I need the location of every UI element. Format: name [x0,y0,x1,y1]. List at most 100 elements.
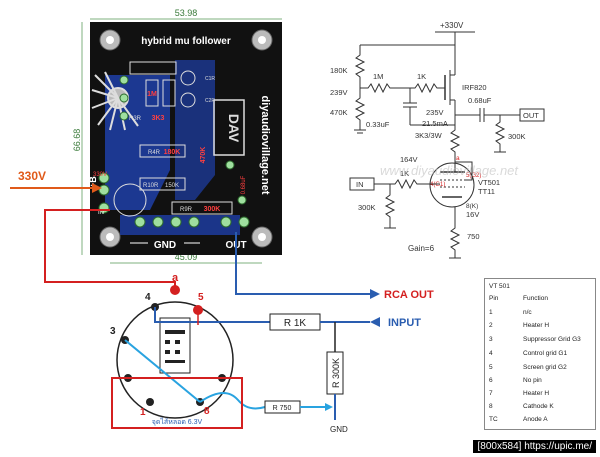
pin-1-label: 1 [140,407,146,418]
pin-1 [146,398,154,406]
table-row: 2 Heater H [489,322,593,332]
pin-function: Heater H [523,322,550,329]
pad-gnd-2 [152,216,164,228]
pin-number: 6 [489,377,493,384]
capacitor-c1-footprint [180,70,196,86]
tube-symbol [429,162,475,208]
suppressor-grid-wire [124,339,201,403]
table-row: 8 Cathode K [489,403,593,413]
v235-label: 235V [426,108,444,117]
pcb-board: 53.98 66.68 45.09 [72,8,282,264]
pin-function: Anode A [523,416,548,423]
r750-symbol [449,225,461,258]
pad-gnd-3 [170,216,182,228]
pcb-copper-pour-mid [175,60,215,200]
pin-a-anode [170,285,180,295]
table-row: TC Anode A [489,416,593,426]
r3-value: 3K3 [152,115,165,122]
table-row: 7 Heater H [489,390,593,400]
schematic-watermark: www.diyaudiovillage.net [380,163,519,178]
wiring-330v-label: 330V [18,169,46,183]
out-label: OUT [523,111,539,120]
pad-gnd-1 [134,216,146,228]
pad-b-plus-1 [98,172,110,184]
rca-out-label: RCA OUT [384,289,434,301]
mount-hole-top-right-center [258,36,266,44]
pcb-gnd-label: GND [154,240,176,251]
in-label: IN [356,180,364,189]
pcb-bottom-dim: 45.09 [175,252,198,262]
image-host-watermark[interactable]: [800x584] https://upic.me/ [473,440,596,453]
pad-gnd-4 [188,216,200,228]
r4-footprint [139,144,186,158]
pin-function: Screen grid G2 [523,364,567,371]
input-label: INPUT [388,317,421,329]
dav-logo-frame [213,99,245,156]
330v-arrow-icon [92,183,102,193]
wiring-diagram: 330V RCA OUT a 4 5 3 1 [10,169,434,434]
heater-label: จุดไส้หลอด 6.3V [152,417,203,426]
pin-a-label: a [172,272,179,284]
pad-heatsink-1 [119,75,129,85]
pcb-330v-label: 330V [93,172,107,178]
tube-pin-g2: 5(G2) [466,173,481,179]
col-function: Function [523,295,548,302]
pin-8-label: 8 [204,406,210,417]
r300k-out-symbol [494,115,506,152]
r1k-in-label: 1K [400,169,409,178]
pin-function: Suppressor Grid G3 [523,336,581,343]
heatsink-icon [91,71,139,131]
pcb-b-plus-label: +B [88,176,98,188]
pin-number: TC [489,416,498,423]
anode-wire [44,209,176,290]
table-row: 3 Suppressor Grid G3 [489,336,593,346]
r750-label: R 750 [273,405,292,412]
mosfet-label: IRF820 [462,83,487,92]
tube-pin-a: a [456,155,460,162]
pin-table-title: VT 501 [489,283,510,290]
pad-heatsink-2 [119,93,129,103]
r180k-symbol [354,45,366,88]
r1m-symbol [360,82,410,94]
pin-number: 3 [489,336,493,343]
supply-label: +330V [440,21,464,30]
r1k-top-label: 1K [417,72,426,81]
r9-value: 300K [204,206,221,213]
schematic: +330V 180K 239V 470K 1M 1K IRF820 0.33uF [330,21,545,259]
pin-5-label: 5 [198,292,204,303]
pad-logo-2 [237,195,247,205]
pin-number: 7 [489,390,493,397]
table-row: 6 No pin [489,377,593,387]
pcb-height-dim: 66.68 [72,129,82,152]
r2-footprint [162,79,176,107]
pad-out-1 [220,216,232,228]
r1k-in-symbol [390,178,440,190]
input-arrow-icon [370,317,380,327]
pin-function-table: VT 501 Pin Function 1 n/c 2 Heater H 3 S… [484,278,596,430]
pin-3-label: 3 [110,326,116,337]
tube-type-label: TT11 [478,187,495,196]
heater-wire-box [111,377,243,429]
r470k-symbol [354,88,366,130]
v239-label: 239V [330,88,348,97]
pin-function: Control grid G1 [523,350,568,357]
tube-label: VT501 [478,178,500,187]
tube-electrode-marks [165,330,185,363]
pin-function: No pin [523,377,542,384]
pin-table-header: Pin Function [489,295,593,305]
c068-label: 0.68uF [468,96,492,105]
r180k-label: 180K [330,66,348,75]
pin-number: 4 [489,350,493,357]
rca-out-arrow-icon [370,289,380,299]
r10-footprint [139,177,186,191]
c033-label: 0.33uF [366,120,390,129]
pin-function: Cathode K [523,403,554,410]
out-terminal [519,108,545,122]
pcb-in-label: IN [98,210,104,216]
pcb-width-dim: 53.98 [175,8,198,18]
r9-footprint [171,201,233,215]
mosfet-footprint [129,61,177,75]
tube-pin-k: 8(K) [466,203,478,210]
pad-b-plus-2 [98,184,110,196]
